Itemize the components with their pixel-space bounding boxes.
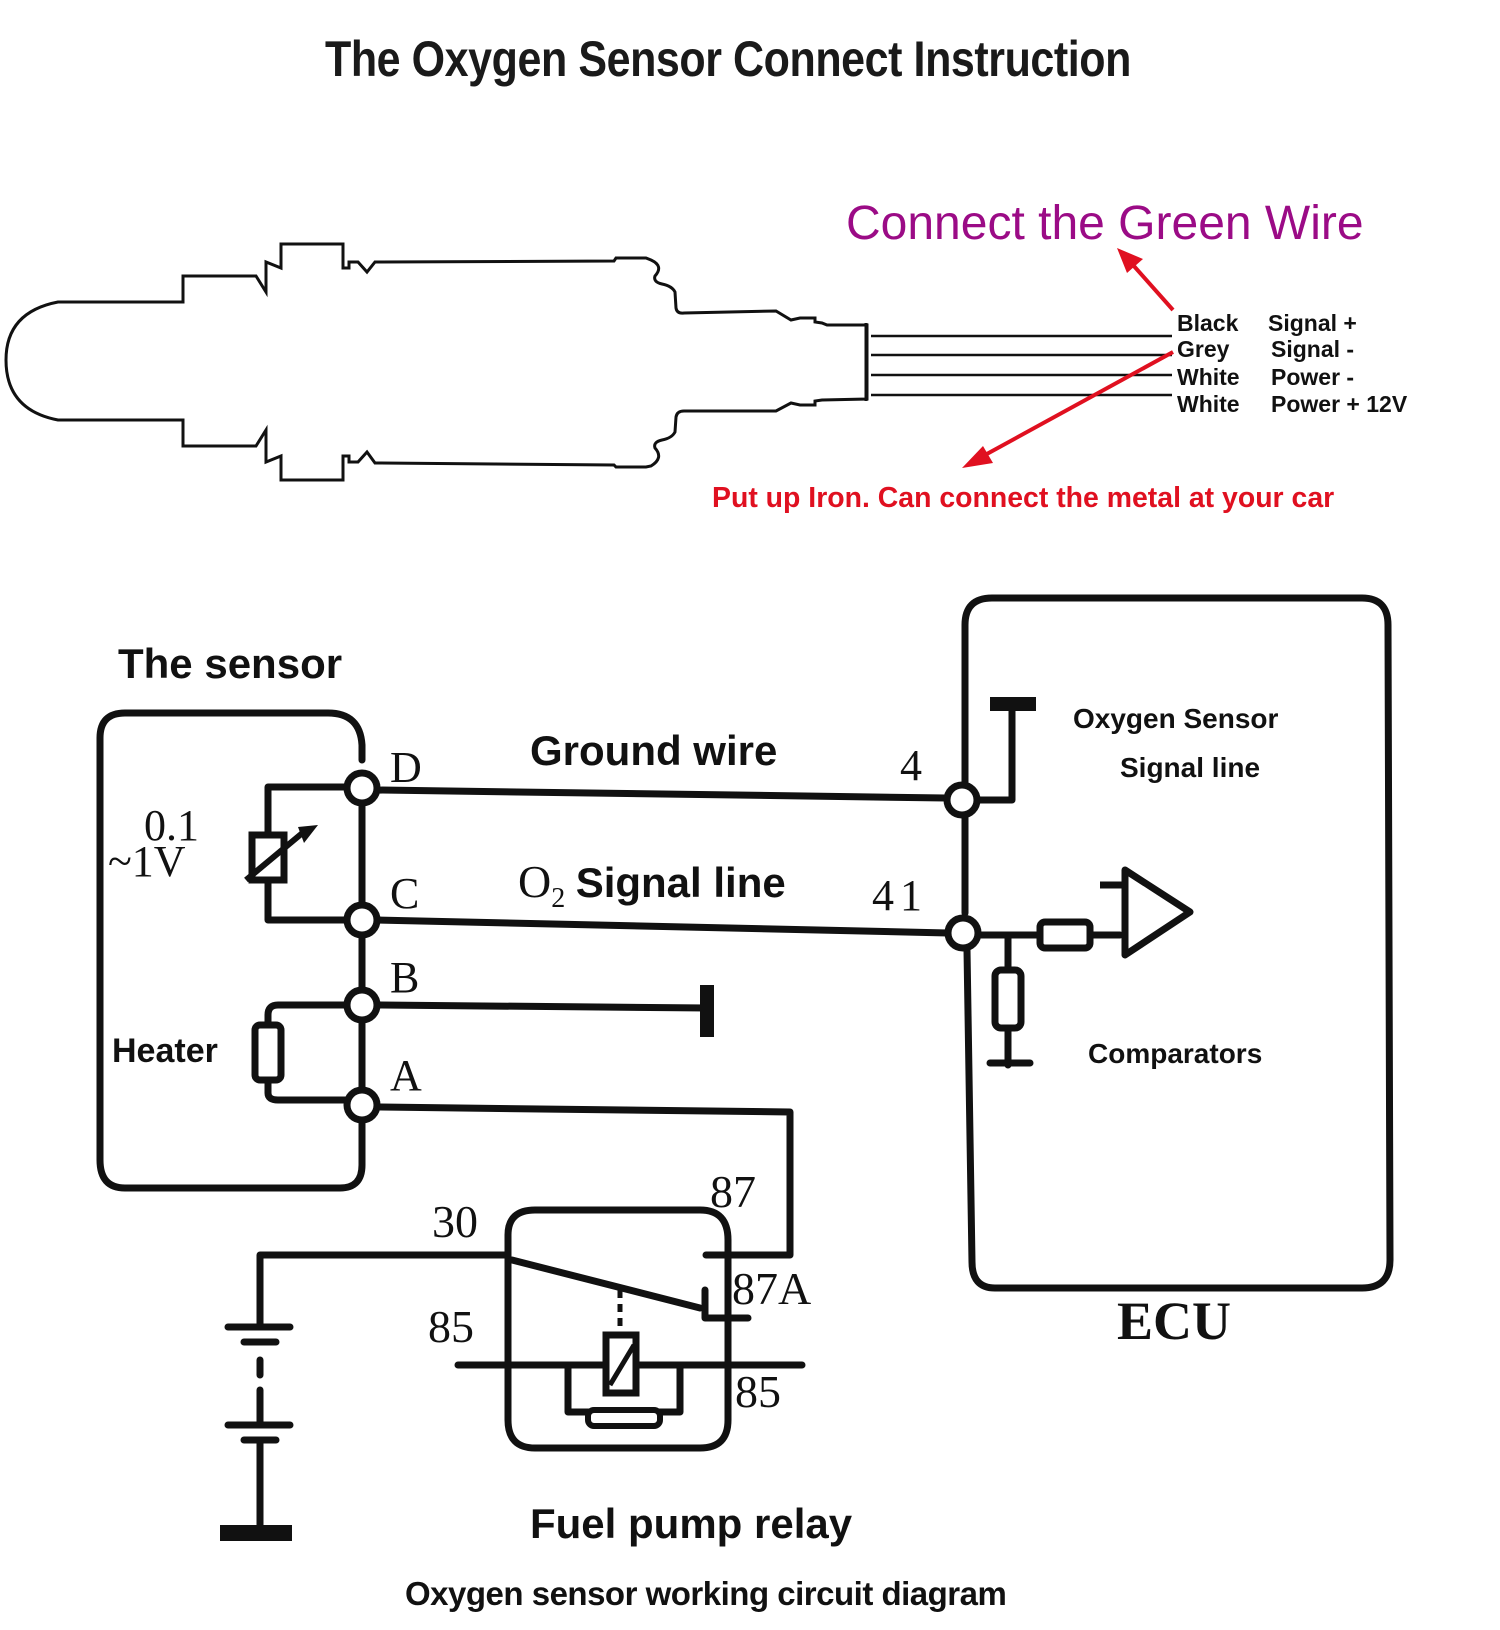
relay-pin-85-right: 85 <box>735 1366 781 1417</box>
wire-function-signal-plus: Signal + <box>1268 310 1357 336</box>
relay-coil-icon <box>585 1331 663 1429</box>
ecu-signal-label-line1: Oxygen Sensor <box>1073 703 1279 734</box>
terminal-ecu-41 <box>944 914 982 952</box>
ecu-ground-bar <box>990 697 1036 711</box>
iron-callout: Put up Iron. Can connect the metal at yo… <box>712 482 1335 514</box>
heater-resistor-icon <box>251 1021 285 1084</box>
terminal-b <box>343 986 381 1024</box>
pin-label-d: D <box>390 743 422 792</box>
o2-symbol: O <box>518 856 552 907</box>
relay-pin-87: 87 <box>710 1166 756 1217</box>
pin-label-b: B <box>390 953 420 1002</box>
pin-a-relay-line <box>373 1103 794 1259</box>
ecu-resistor-vertical-icon <box>991 966 1025 1032</box>
comparators-label: Comparators <box>1088 1038 1263 1069</box>
battery-ground-bar <box>220 1525 292 1541</box>
wire-color-grey: Grey <box>1177 336 1230 362</box>
terminal-ecu-4 <box>943 781 981 819</box>
terminal-d <box>343 769 381 807</box>
ground-wire-line <box>373 786 950 802</box>
relay-pin-85-left: 85 <box>428 1301 474 1352</box>
pin-b-ground-line <box>373 1001 712 1012</box>
terminal-c <box>343 901 381 939</box>
ecu-label: ECU <box>1117 1291 1232 1351</box>
ecu-pin-4-label: 4 <box>900 741 922 790</box>
o2-signal-line <box>373 916 952 937</box>
wire-function-power-plus: Power + 12V <box>1271 391 1408 417</box>
relay-30-battery-line <box>256 1251 512 1329</box>
comparator-icon <box>1100 866 1194 959</box>
pin-label-a: A <box>390 1051 422 1100</box>
diagram-caption: Oxygen sensor working circuit diagram <box>405 1575 1007 1612</box>
arrow-to-iron-callout <box>962 350 1174 468</box>
sensor-housing <box>96 709 366 1192</box>
wire-color-black: Black <box>1177 310 1239 336</box>
sensor-label: The sensor <box>118 640 343 687</box>
relay-pin-87a: 87A <box>732 1263 812 1314</box>
o2-signal-label: O2 Signal line <box>518 855 786 914</box>
page-title: The Oxygen Sensor Connect Instruction <box>324 31 1131 87</box>
pin-label-c: C <box>390 869 420 918</box>
relay-87a-contact <box>701 1286 752 1322</box>
green-wire-callout: Connect the Green Wire <box>846 197 1364 250</box>
sensing-element-icon <box>244 825 318 884</box>
ecu-resistor-horizontal-icon <box>1036 918 1094 952</box>
relay-pin-30: 30 <box>432 1196 478 1247</box>
ecu-ground-path <box>974 700 1016 804</box>
pin-b-ground-bar <box>700 985 714 1037</box>
wire-color-white-2: White <box>1177 391 1240 417</box>
relay-box <box>504 1206 732 1452</box>
heater-label: Heater <box>112 1032 218 1070</box>
o2-subscript: 2 <box>551 883 566 914</box>
sensor-body-outline <box>4 242 869 482</box>
relay-label: Fuel pump relay <box>530 1500 853 1547</box>
voltage-label-top: 0.1 <box>144 801 199 850</box>
wire-function-power-minus: Power - <box>1271 364 1355 390</box>
ecu-box <box>961 594 1394 1292</box>
relay-switch-arm <box>508 1256 704 1312</box>
ecu-signal-label-line2: Signal line <box>1120 752 1261 783</box>
wire-color-white-1: White <box>1177 364 1240 390</box>
battery-lines <box>224 1323 294 1536</box>
signal-line-text: Signal line <box>575 859 786 906</box>
arrow-to-green-callout <box>1117 248 1175 312</box>
ecu-pin-41-label: 41 <box>872 871 928 920</box>
ground-wire-label: Ground wire <box>530 727 778 774</box>
wire-function-signal-minus: Signal - <box>1271 336 1355 362</box>
voltage-label-bottom: ~1V <box>108 837 186 886</box>
terminal-a <box>343 1086 381 1124</box>
